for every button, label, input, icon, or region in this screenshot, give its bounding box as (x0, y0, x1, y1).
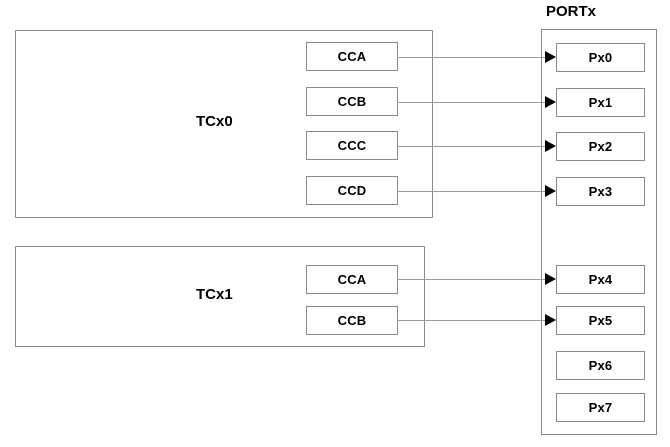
pin-px4[interactable]: Px4 (556, 265, 645, 294)
channel-tcx0-ccb-label: CCB (337, 94, 367, 109)
connector-arrow-ccd0-px3 (545, 185, 556, 197)
pin-px1[interactable]: Px1 (556, 88, 645, 117)
pin-px3-label: Px3 (588, 184, 613, 199)
pin-px6[interactable]: Px6 (556, 351, 645, 380)
connector-arrow-ccb1-px5 (545, 314, 556, 326)
connector-line-ccd0-px3 (398, 191, 546, 192)
channel-tcx0-ccc-label: CCC (337, 138, 367, 153)
connector-line-ccb0-px1 (398, 102, 546, 103)
pin-px4-label: Px4 (588, 272, 613, 287)
block-tcx0-label: TCx0 (196, 113, 233, 130)
pin-px7[interactable]: Px7 (556, 393, 645, 422)
connector-line-ccc0-px2 (398, 146, 546, 147)
pin-px7-label: Px7 (588, 400, 613, 415)
connector-line-ccb1-px5 (398, 320, 546, 321)
pin-px2-label: Px2 (588, 139, 613, 154)
channel-tcx1-cca[interactable]: CCA (306, 265, 398, 294)
connector-arrow-cca0-px0 (545, 51, 556, 63)
connector-arrow-cca1-px4 (545, 273, 556, 285)
connector-line-cca1-px4 (398, 279, 546, 280)
channel-tcx0-ccb[interactable]: CCB (306, 87, 398, 116)
pin-px3[interactable]: Px3 (556, 177, 645, 206)
channel-tcx0-cca-label: CCA (337, 49, 367, 64)
channel-tcx0-ccd[interactable]: CCD (306, 176, 398, 205)
channel-tcx0-cca[interactable]: CCA (306, 42, 398, 71)
channel-tcx0-ccc[interactable]: CCC (306, 131, 398, 160)
block-tcx1-label: TCx1 (196, 286, 233, 303)
channel-tcx1-ccb-label: CCB (337, 313, 367, 328)
pin-px0[interactable]: Px0 (556, 43, 645, 72)
pin-px6-label: Px6 (588, 358, 613, 373)
channel-tcx1-ccb[interactable]: CCB (306, 306, 398, 335)
channel-tcx1-cca-label: CCA (337, 272, 367, 287)
connector-arrow-ccb0-px1 (545, 96, 556, 108)
channel-tcx0-ccd-label: CCD (337, 183, 367, 198)
connector-arrow-ccc0-px2 (545, 140, 556, 152)
connector-line-cca0-px0 (398, 57, 546, 58)
pin-px1-label: Px1 (588, 95, 613, 110)
port-title: PORTx (546, 3, 597, 20)
pin-px2[interactable]: Px2 (556, 132, 645, 161)
pin-px0-label: Px0 (588, 50, 613, 65)
pin-px5[interactable]: Px5 (556, 306, 645, 335)
pin-px5-label: Px5 (588, 313, 613, 328)
